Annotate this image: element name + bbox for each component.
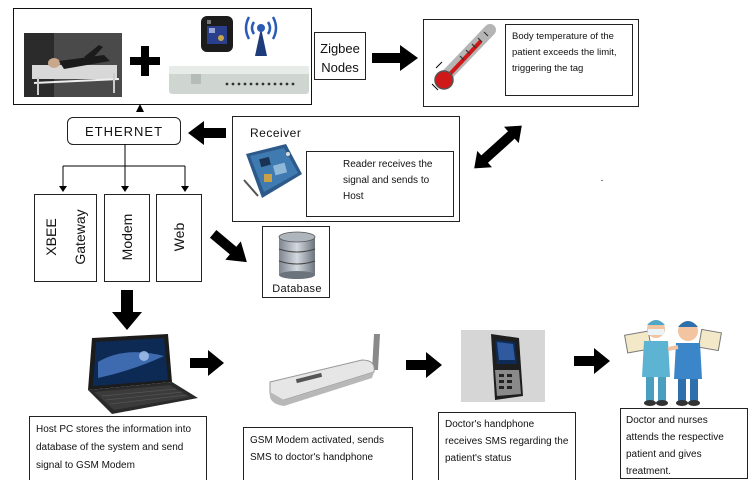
host-pc-note-box: Host PC stores the information into data… <box>29 416 207 480</box>
zigbee-nodes-line2: Nodes <box>321 60 359 75</box>
patient-bed-image <box>24 33 122 97</box>
laptop-image <box>84 334 200 416</box>
web-box <box>156 194 202 282</box>
zigbee-nodes-box: Zigbee Nodes <box>314 32 366 80</box>
arrow-right-icon <box>574 348 610 374</box>
patient-bed-drawing <box>24 33 122 97</box>
modem-label: Modem <box>119 213 135 261</box>
modem-box <box>104 194 150 282</box>
arrow-up-small-icon <box>136 104 144 112</box>
handphone-note-box: Doctor's handphone receives SMS regardin… <box>438 412 576 480</box>
xbee-gateway-label-line2: Gateway <box>72 209 88 265</box>
arrow-down-icon <box>112 290 142 330</box>
arrow-left-icon <box>188 121 226 145</box>
gsm-modem-image <box>266 330 384 406</box>
handphone-note: Doctor's handphone receives SMS regardin… <box>445 419 569 464</box>
receiver-note-box: Reader receives the signal and sends to … <box>306 151 454 217</box>
arrow-down-right-icon <box>209 230 247 263</box>
receiver-note: Reader receives the signal and sends to … <box>343 159 433 202</box>
doctor-note-box: Doctor and nurses attends the respective… <box>620 408 748 479</box>
wireless-antenna-icon <box>244 14 278 58</box>
gsm-modem-note: GSM Modem activated, sends SMS to doctor… <box>250 435 384 463</box>
doctor-nurses-image <box>622 313 722 407</box>
doctor-note: Doctor and nurses attends the respective… <box>626 415 724 477</box>
plus-sign <box>130 46 160 76</box>
receiver-label: Receiver <box>250 126 302 140</box>
database-icon <box>277 231 317 279</box>
zigbee-nodes-line1: Zigbee <box>320 41 360 56</box>
handphone-image <box>461 330 545 402</box>
temperature-note-box: Body temperature of the patient exceeds … <box>505 24 633 96</box>
thermometer-icon <box>431 24 498 98</box>
host-pc-note: Host PC stores the information into data… <box>36 424 192 471</box>
web-label: Web <box>171 222 187 252</box>
ethernet-box: ETHERNET <box>67 117 181 145</box>
rfid-tag-strip-image <box>169 62 309 96</box>
double-arrow-icon <box>474 125 522 169</box>
temperature-note: Body temperature of the patient exceeds … <box>512 31 617 74</box>
zigbee-module-image <box>199 14 235 54</box>
gsm-modem-note-box: GSM Modem activated, sends SMS to doctor… <box>243 427 413 480</box>
database-label: Database <box>272 283 322 295</box>
xbee-gateway-box <box>34 194 97 282</box>
xbee-gateway-label-line1: XBEE <box>43 218 59 256</box>
arrow-right-icon <box>406 352 442 378</box>
arrow-right-icon <box>190 350 224 376</box>
receiver-board-image <box>240 140 304 200</box>
ethernet-label: ETHERNET <box>84 124 164 139</box>
ethernet-connector-lines <box>59 144 189 192</box>
arrow-right-icon <box>372 45 418 71</box>
stray-dot <box>601 180 603 181</box>
